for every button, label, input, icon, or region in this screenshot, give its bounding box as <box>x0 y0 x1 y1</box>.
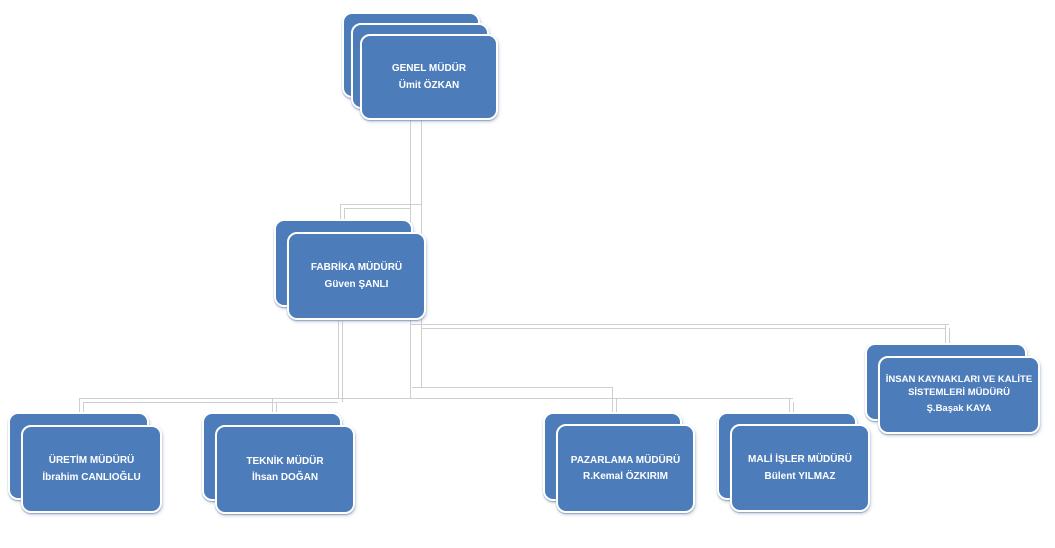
node-person-name: Ş.Başak KAYA <box>926 402 992 414</box>
node-insan-kaynaklari[interactable]: İNSAN KAYNAKLARI VE KALİTE SİSTEMLERİ MÜ… <box>878 356 1040 434</box>
connector-line <box>276 402 277 413</box>
connector-line <box>616 398 617 413</box>
node-pazarlama-muduru[interactable]: PAZARLAMA MÜDÜRÜ R.Kemal ÖZKIRIM <box>556 424 695 513</box>
connector-line <box>340 204 422 205</box>
node-title: SİSTEMLERİ MÜDÜRÜ <box>908 387 1010 399</box>
node-genel-mudur[interactable]: GENEL MÜDÜR Ümit ÖZKAN <box>360 34 498 120</box>
connector-line <box>79 398 793 399</box>
connector-line <box>79 398 80 413</box>
node-uretim-muduru[interactable]: ÜRETİM MÜDÜRÜ İbrahim CANLIOĞLU <box>21 425 162 513</box>
connector-line <box>83 402 338 403</box>
connector-line <box>340 204 341 220</box>
connector-line <box>421 328 945 329</box>
connector-line <box>793 402 794 413</box>
node-title: TEKNİK MÜDÜR <box>246 455 324 467</box>
connector-line <box>949 328 950 344</box>
connector-line <box>789 398 790 413</box>
node-title: ÜRETİM MÜDÜRÜ <box>48 455 135 466</box>
node-person-name: R.Kemal ÖZKIRIM <box>582 471 668 482</box>
node-person-name: İhsan DOĞAN <box>251 472 319 483</box>
node-person-name: Bülent YILMAZ <box>764 470 836 482</box>
node-person-name: Güven ŞANLI <box>324 278 389 290</box>
node-title: PAZARLAMA MÜDÜRÜ <box>570 454 681 466</box>
node-title: FABRİKA MÜDÜRÜ <box>310 262 403 273</box>
node-person-name: Ümit ÖZKAN <box>398 79 460 91</box>
node-title: GENEL MÜDÜR <box>391 63 467 74</box>
connector-line <box>410 324 949 325</box>
node-mali-isler-muduru[interactable]: MALİ İŞLER MÜDÜRÜ Bülent YILMAZ <box>730 424 870 512</box>
node-teknik-mudur[interactable]: TEKNİK MÜDÜR İhsan DOĞAN <box>215 425 355 514</box>
node-title: İNSAN KAYNAKLARI VE KALİTE <box>885 374 1033 386</box>
connector-line <box>338 321 339 398</box>
node-person-name: İbrahim CANLIOĞLU <box>42 471 141 483</box>
connector-line <box>344 208 345 220</box>
node-title: MALİ İŞLER MÜDÜRÜ <box>748 454 852 465</box>
connector-line <box>945 324 946 344</box>
node-fabrika-muduru[interactable]: FABRİKA MÜDÜRÜ Güven ŞANLI <box>287 232 426 320</box>
connector-line <box>412 387 613 388</box>
connector-line <box>342 321 343 402</box>
connector-line <box>344 208 411 209</box>
connector-line <box>612 387 613 413</box>
connector-line <box>83 402 84 413</box>
connector-line <box>272 398 273 413</box>
